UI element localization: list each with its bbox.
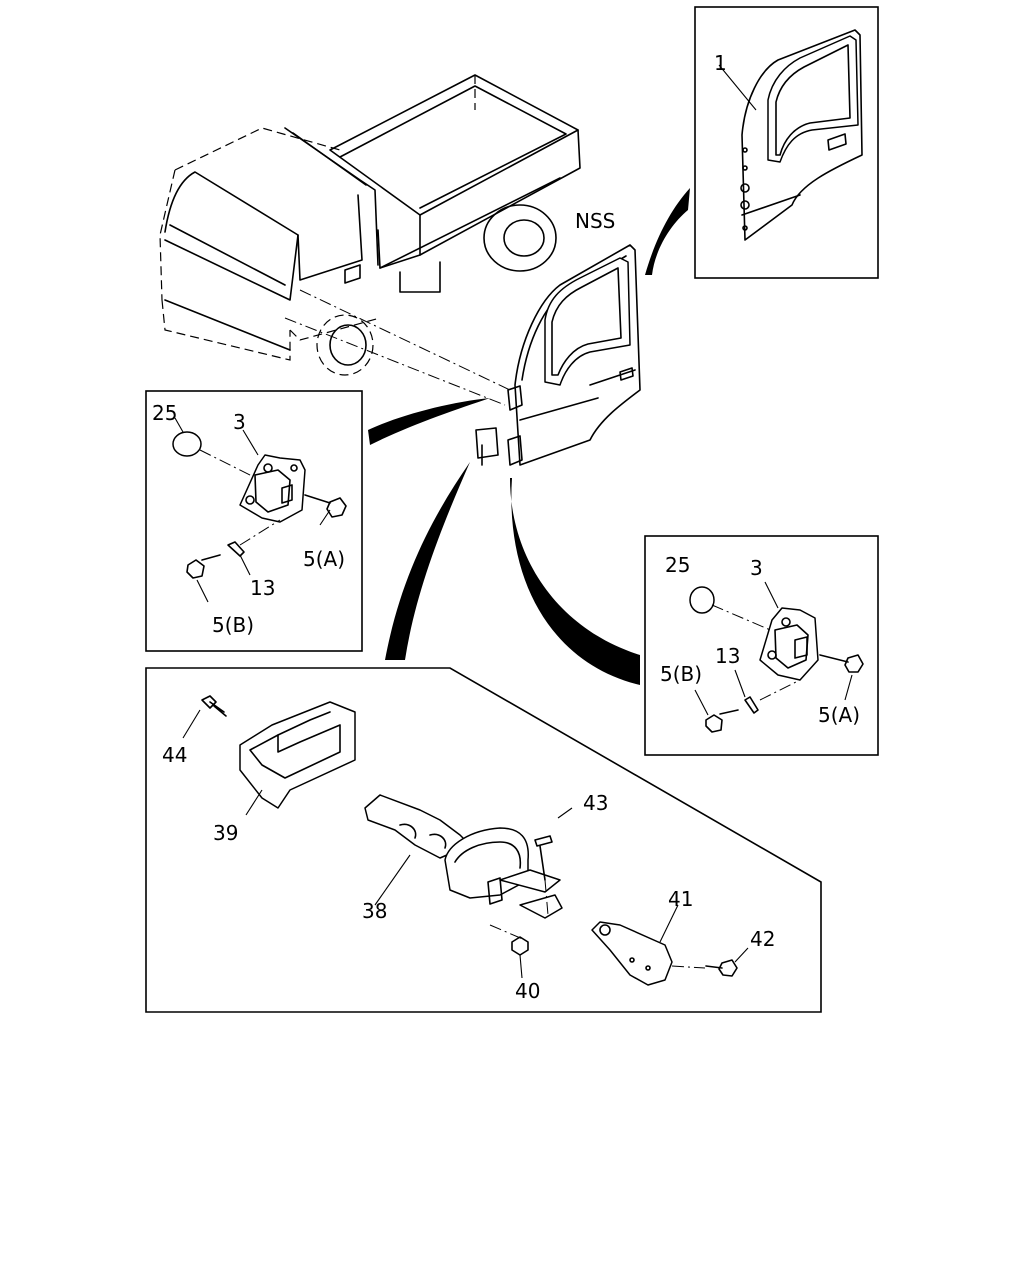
- left-hinge-illustration: [172, 417, 347, 603]
- cap-icon: [689, 586, 715, 614]
- pin-part-label: 43: [583, 791, 608, 815]
- left-hinge-box: [145, 390, 363, 652]
- left-bolt-a-part-label: 5(A): [303, 547, 345, 571]
- nss-label: NSS: [575, 209, 615, 233]
- left-bolt-b-part-label: 5(B): [212, 613, 254, 637]
- left-washer-part-label: 13: [250, 576, 275, 600]
- nut-part-label: 40: [515, 979, 540, 1003]
- right-hinge-box: [644, 535, 879, 756]
- callout-swooshes: [368, 188, 690, 685]
- right-bolt-b-part-label: 5(B): [660, 662, 702, 686]
- check-arm-part-label: 38: [362, 899, 387, 923]
- right-hinge-part-label: 3: [750, 556, 763, 580]
- cover-part-label: 39: [213, 821, 238, 845]
- nss-door-illustration: [475, 244, 641, 466]
- door-panel-part-label: 1: [714, 51, 727, 75]
- left-hinge-part-label: 3: [233, 410, 246, 434]
- bolt-part-label: 42: [750, 927, 775, 951]
- right-cap-part-label: 25: [665, 553, 690, 577]
- clip-part-label: 44: [162, 743, 187, 767]
- truck-illustration: [159, 74, 581, 406]
- right-washer-part-label: 13: [715, 644, 740, 668]
- check-arm-illustration: [182, 695, 749, 986]
- bracket-part-label: 41: [668, 887, 693, 911]
- left-cap-part-label: 25: [152, 401, 177, 425]
- door-panel-illustration: [718, 29, 863, 241]
- right-bolt-a-part-label: 5(A): [818, 703, 860, 727]
- right-hinge-illustration: [689, 581, 864, 733]
- cap-icon: [172, 431, 202, 457]
